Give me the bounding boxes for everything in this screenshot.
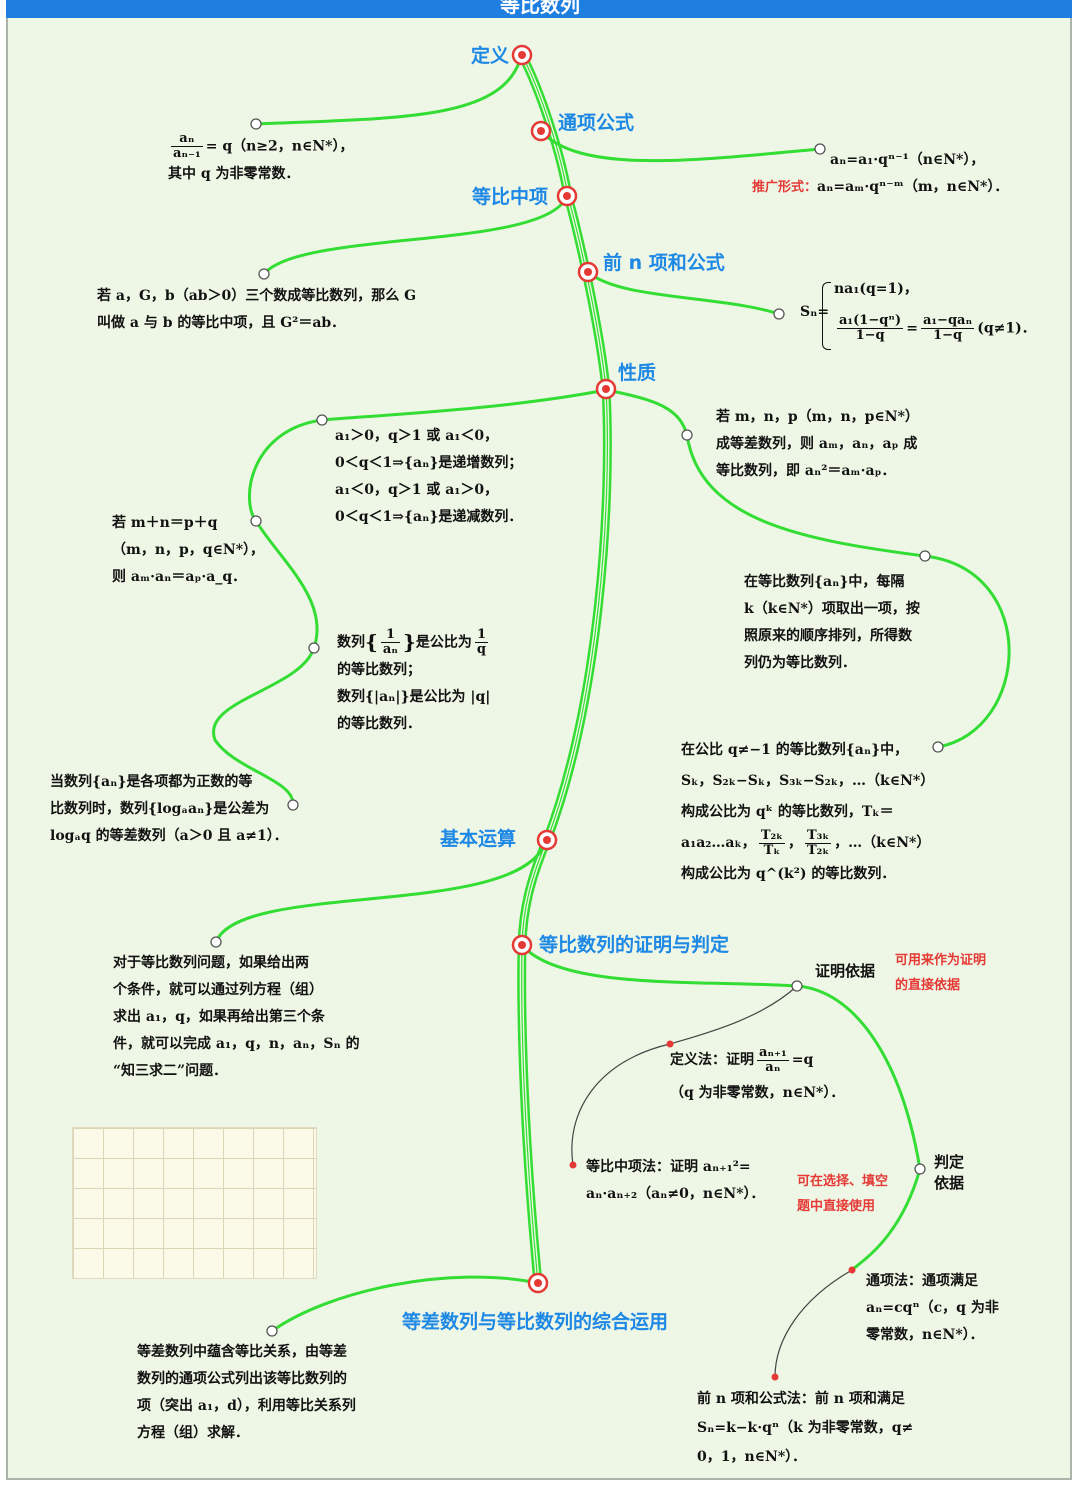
method-dot xyxy=(569,1161,577,1169)
label-properties: 性质 xyxy=(618,362,657,384)
node-sum xyxy=(577,261,599,283)
grid-decoration xyxy=(72,1127,317,1279)
sum-case-1: na₁(q=1)， xyxy=(834,281,918,297)
branch-basic-ops xyxy=(214,839,548,944)
leaf-end xyxy=(316,414,328,426)
leaf-end xyxy=(287,799,299,811)
node-general-term xyxy=(530,120,552,142)
label-general-term: 通项公式 xyxy=(558,112,635,134)
prop-monotonic: a₁＞0，q＞1 或 a₁＜0， 0＜q＜1⇒{aₙ}是递增数列； a₁＜0，q… xyxy=(335,428,523,525)
diagram-title: 等比数列 xyxy=(500,0,580,17)
label-geometric-mean: 等比中项 xyxy=(472,186,549,208)
leaf-end xyxy=(266,1325,278,1337)
geometric-mean-text: 若 a，G，b（ab＞0）三个数成等比数列，那么 G 叫做 a 与 b 的等比中… xyxy=(97,288,417,331)
leaf-end xyxy=(791,980,803,992)
basic-ops-text: 对于等比数列问题，如果给出两 个条件，就可以通过列方程（组） 求出 a₁，q，如… xyxy=(113,955,360,1079)
branch-prop-right xyxy=(604,388,1011,749)
judge-basis-note: 可在选择、填空 题中直接使用 xyxy=(797,1174,889,1214)
prop-log: 当数列{aₙ}是各项都为正数的等 比数列时，数列{logₐaₙ}是公差为 log… xyxy=(50,774,288,844)
leaf-end xyxy=(914,1163,926,1175)
trunk-line xyxy=(517,50,612,1288)
leaf-end xyxy=(932,741,944,753)
label-proof: 等比数列的证明与判定 xyxy=(539,934,730,956)
leaf-end xyxy=(250,515,262,527)
label-sum-formula: 前 n 项和公式 xyxy=(603,252,725,274)
leaf-end xyxy=(210,936,222,948)
branch-geometric-mean xyxy=(262,196,568,276)
method-dot xyxy=(848,1266,856,1274)
node-combined xyxy=(527,1272,549,1294)
branch-sum-method xyxy=(774,1269,853,1378)
leaf-end xyxy=(258,268,270,280)
proof-basis-label: 证明依据 xyxy=(815,962,876,980)
prop-index-sum: 若 m＋n＝p＋q （m，n，p，q∈N*）， 则 aₘ·aₙ＝aₚ·a_q． xyxy=(112,515,265,585)
branch-prop-left xyxy=(211,388,608,807)
judge-basis-label: 判定 依据 xyxy=(934,1153,965,1192)
node-properties xyxy=(595,378,617,400)
title-bar xyxy=(6,0,1072,18)
leaf-end xyxy=(308,642,320,654)
branch-sum xyxy=(586,270,781,316)
label-combined: 等差数列与等比数列的综合运用 xyxy=(402,1311,669,1333)
branch-definition xyxy=(254,58,522,126)
prop-subsequence: 在等比数列{aₙ}中，每隔 k（k∈N*）项取出一项，按 照原来的顺序排列，所得… xyxy=(744,574,920,671)
method-dot xyxy=(771,1373,779,1381)
label-definition: 定义 xyxy=(471,45,510,67)
combined-text: 等差数列中蕴含等比关系，由等差 数列的通项公式列出该等比数列的 项（突出 a₁，… xyxy=(137,1344,356,1441)
leaf-end xyxy=(250,118,262,130)
leaf-end xyxy=(814,143,826,155)
sum-method: 前 n 项和公式法：前 n 项和满足 Sₙ=k−k·qⁿ（k 为非零常数，q≠ … xyxy=(697,1391,914,1465)
sum-brace xyxy=(822,282,831,350)
branch-combined xyxy=(270,1275,540,1333)
branch-proof-judge xyxy=(850,1167,922,1272)
sum-lhs: Sₙ= xyxy=(800,304,830,320)
label-basic-ops: 基本运算 xyxy=(440,828,517,850)
node-definition xyxy=(511,44,533,66)
branch-general-term xyxy=(539,129,822,163)
extended-form-label: 推广形式： xyxy=(752,180,818,195)
leaf-end xyxy=(681,429,693,441)
method-dot xyxy=(666,1040,674,1048)
prop-segment: 在公比 q≠−1 的等比数列{aₙ}中， Sₖ，S₂ₖ−Sₖ，S₃ₖ−S₂ₖ，…… xyxy=(681,742,935,882)
leaf-end xyxy=(773,308,785,320)
leaf-end xyxy=(919,550,931,562)
proof-basis-note: 可用来作为证明 的直接依据 xyxy=(895,953,987,993)
general-term-text: aₙ=a₁·qⁿ⁻¹（n∈N*）， 推广形式：aₙ=aₘ·qⁿ⁻ᵐ（m，n∈N*… xyxy=(752,152,1009,195)
mean-method: 等比中项法：证明 aₙ₊₁²= aₙ·aₙ₊₂（aₙ≠0，n∈N*）． xyxy=(586,1159,765,1202)
term-method: 通项法：通项满足 aₙ=cqⁿ（c，q 为非 零常数，n∈N*）． xyxy=(866,1273,999,1343)
node-basic-ops xyxy=(536,829,558,851)
node-geometric-mean xyxy=(556,185,578,207)
node-proof xyxy=(511,934,533,956)
prop-mean: 若 m，n，p（m，n，p∈N*） 成等差数列，则 aₘ，aₙ，aₚ 成 等比数… xyxy=(716,409,919,479)
